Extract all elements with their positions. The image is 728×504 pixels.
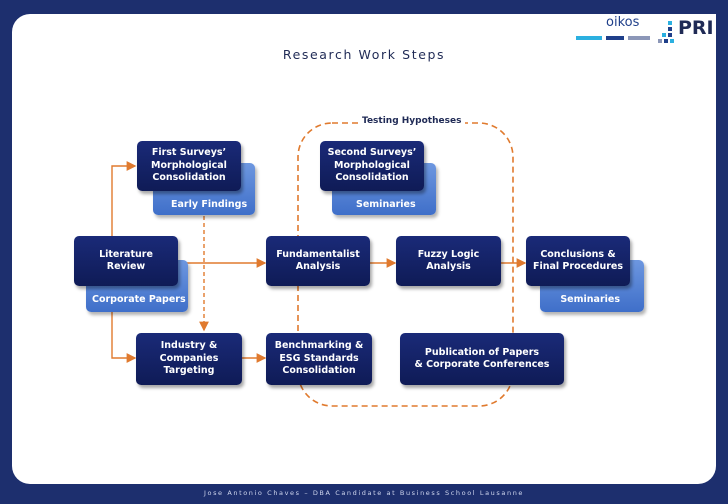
- first-surveys-line-1: First Surveys’: [151, 147, 227, 159]
- first-surveys-line-3: Consolidation: [152, 172, 226, 184]
- logo-pri-text: PRI: [678, 17, 714, 39]
- conclusions-box: Conclusions & Final Procedures: [526, 236, 630, 286]
- benchmarking-line-2: ESG Standards: [279, 352, 359, 364]
- publication-box: Publication of Papers & Corporate Confer…: [400, 333, 564, 385]
- testing-hypotheses-label: Testing Hypotheses: [358, 116, 466, 126]
- second-surveys-box: Second Surveys’ Morphological Consolidat…: [320, 141, 424, 191]
- benchmarking-line-3: Consolidation: [282, 365, 356, 377]
- fundamentalist-analysis-box: Fundamentalist Analysis: [266, 236, 370, 286]
- second-surveys-line-3: Consolidation: [335, 172, 409, 184]
- conclusions-line-2: Final Procedures: [532, 261, 624, 272]
- fuzzy-logic-analysis-box: Fuzzy Logic Analysis: [396, 236, 501, 286]
- literature-review-box: Literature Review: [74, 236, 178, 286]
- footer-credit: Jose Antonio Chaves – DBA Candidate at B…: [203, 489, 525, 497]
- fundamentalist-line-1: Fundamentalist: [276, 248, 360, 260]
- second-surveys-line-1: Second Surveys’: [327, 147, 417, 159]
- literature-line-1: Literature: [99, 248, 153, 260]
- logo-oikos-text: oikos: [606, 15, 640, 30]
- publication-line-1: Publication of Papers: [424, 346, 540, 358]
- benchmarking-box: Benchmarking & ESG Standards Consolidati…: [266, 333, 372, 385]
- benchmarking-line-1: Benchmarking &: [274, 340, 364, 352]
- arrow-lit-to-first: [111, 161, 137, 236]
- industry-targeting-box: Industry & Companies Targeting: [136, 333, 242, 385]
- logo-dots-icon: [658, 21, 674, 43]
- fuzzy-line-2: Analysis: [426, 261, 471, 272]
- conclusions-seminaries-label: Seminaries: [560, 293, 620, 305]
- literature-line-2: Review: [106, 261, 146, 272]
- industry-line-1: Industry &: [160, 340, 218, 352]
- conclusions-line-1: Conclusions &: [540, 248, 616, 260]
- second-surveys-line-2: Morphological: [334, 159, 410, 171]
- early-findings-label: Early Findings: [171, 198, 248, 210]
- fundamentalist-line-2: Analysis: [295, 261, 341, 272]
- logo-bar-cyan: [576, 36, 602, 40]
- first-surveys-box: First Surveys’ Morphological Consolidati…: [137, 141, 241, 191]
- industry-line-2: Companies: [159, 352, 219, 364]
- publication-line-2: & Corporate Conferences: [414, 359, 550, 370]
- fuzzy-line-1: Fuzzy Logic: [417, 248, 480, 260]
- second-seminaries-label: Seminaries: [356, 198, 416, 210]
- page-title: Research Work Steps: [282, 47, 446, 62]
- logo-bar-grey: [628, 36, 650, 40]
- logo-bar-navy: [606, 36, 624, 40]
- arrow-lit-to-industry: [111, 290, 137, 363]
- first-surveys-line-2: Morphological: [151, 159, 227, 171]
- oikos-pri-logo: oikos PRI: [572, 14, 716, 44]
- corporate-papers-label: Corporate Papers: [92, 293, 186, 305]
- industry-line-3: Targeting: [163, 365, 215, 377]
